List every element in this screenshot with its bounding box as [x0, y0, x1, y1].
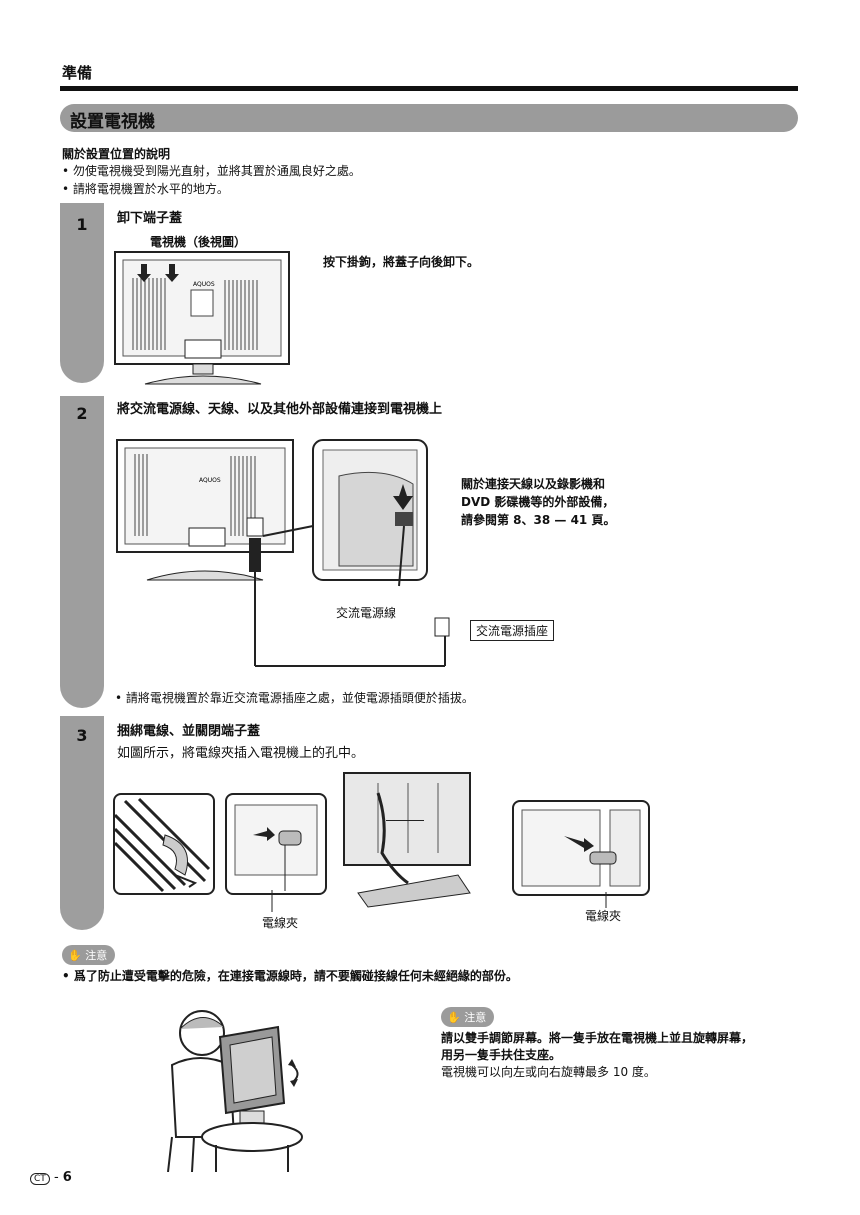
title-bar: 設置電視機: [60, 104, 798, 132]
hand-icon: ✋: [447, 1011, 461, 1024]
reference-line-3: 請參閱第 8、38 — 41 頁。: [461, 513, 616, 527]
caution-2-bold-line-1: 請以雙手調節屏幕。將一隻手放在電視機上並且旋轉屏幕，: [441, 1031, 754, 1045]
page-number: 6: [62, 1170, 72, 1185]
tv-logo-text: AQUOS: [193, 281, 215, 288]
step-3-number: 3: [76, 726, 88, 745]
person-rotating-tv-illustration: [167, 1010, 303, 1172]
region-code-badge: CT: [30, 1173, 50, 1185]
step-3-instruction: 如圖所示，將電線夾插入電視機上的孔中。: [117, 746, 365, 761]
caution-badge-label: 注意: [464, 1011, 487, 1024]
step-1-number: 1: [76, 215, 88, 234]
page-title: 設置電視機: [70, 112, 155, 132]
step-1-instruction: 按下掛鉤，將蓋子向後卸下。: [323, 255, 480, 269]
step-2-note: • 請將電視機置於靠近交流電源插座之處，並使電源插頭便於插拔。: [115, 691, 474, 705]
section-header: 準備: [62, 64, 93, 82]
step-1-tab: 1: [60, 203, 104, 383]
placement-bullet-1: • 勿使電視機受到陽光直射，並將其置於通風良好之處。: [62, 164, 361, 178]
step-1-figure-caption: 電視機（後視圖）: [150, 235, 247, 249]
clamp-detail-figure-1: [113, 793, 215, 895]
step-2-tab: 2: [60, 396, 104, 708]
caution-1-text: • 爲了防止遭受電擊的危險，在連接電源線時，請不要觸碰接線任何未經絕緣的部份。: [62, 969, 518, 983]
caution-badge-1: ✋ 注意: [62, 945, 116, 965]
header-rule: [60, 86, 798, 91]
reference-line-2: DVD 影碟機等的外部設備，: [461, 495, 615, 509]
caution-2-bold-line-2: 用另一隻手扶住支座。: [441, 1048, 562, 1062]
caution-2-normal-line: 電視機可以向左或向右旋轉最多 10 度。: [441, 1065, 656, 1079]
step-3-tab: 3: [60, 716, 104, 930]
cord-label: 交流電源線: [336, 606, 397, 620]
clamp-detail-figure-3: [512, 800, 650, 896]
step-2-reference: 關於連接天線以及錄影機和 DVD 影碟機等的外部設備， 請參閱第 8、38 — …: [461, 475, 615, 529]
tv-side-view-figure: [343, 772, 471, 908]
caution-2-text: 請以雙手調節屏幕。將一隻手放在電視機上並且旋轉屏幕， 用另一隻手扶住支座。 電視…: [441, 1030, 753, 1081]
step-2-number: 2: [76, 404, 88, 423]
caution-badge-label: 注意: [85, 949, 108, 962]
placement-bullet-2: • 請將電視機置於水平的地方。: [62, 182, 229, 196]
tv-rear-view-figure: AQUOS: [114, 251, 290, 385]
step-3-title: 捆綁電線、並關閉端子蓋: [117, 724, 261, 739]
placement-heading: 關於設置位置的說明: [62, 147, 171, 161]
caution-badge-2: ✋ 注意: [441, 1007, 495, 1027]
leader-lines: [271, 820, 607, 912]
clamp-label-left: 電線夾: [262, 916, 299, 930]
page-footer: CT - 6: [30, 1170, 72, 1185]
tv-logo-text-2: AQUOS: [199, 477, 221, 484]
step-2-title: 將交流電源線、天線、以及其他外部設備連接到電視機上: [117, 402, 443, 417]
hand-icon: ✋: [68, 949, 82, 962]
clamp-detail-figure-2: [225, 793, 327, 895]
reference-line-1: 關於連接天線以及錄影機和: [461, 477, 606, 491]
step-1-title: 卸下端子蓋: [117, 211, 183, 226]
clamp-label-right: 電線夾: [585, 909, 622, 923]
outlet-label: 交流電源插座: [470, 620, 555, 641]
connection-diagram: AQUOS: [116, 439, 450, 667]
